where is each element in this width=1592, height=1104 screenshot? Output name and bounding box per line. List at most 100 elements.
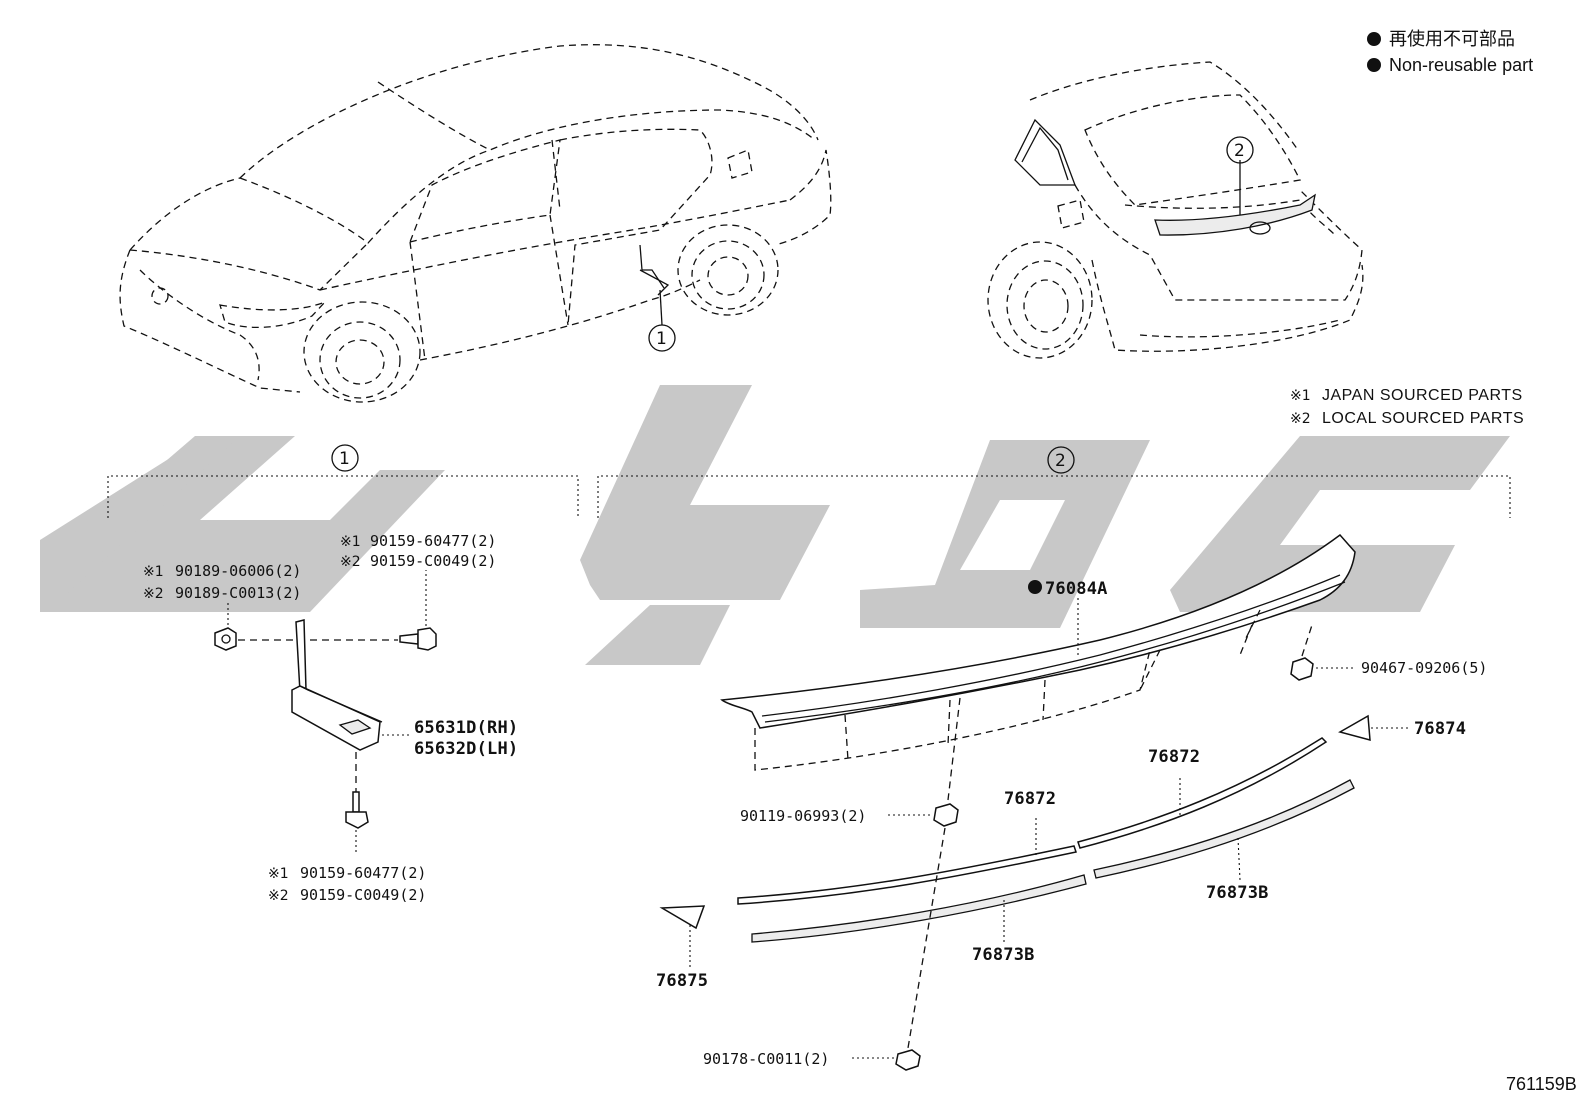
legend-en: Non-reusable part [1389,55,1533,75]
group2-labels: 76084A 90467-09206(5) 76874 76872 76872 … [656,579,1487,1068]
rear-window [1084,94,1301,206]
source-note-1: JAPAN SOURCED PARTS [1322,387,1523,404]
sedan-front-door [408,139,561,361]
sedan-front-wheel-arch [303,301,421,403]
bolt-top-part [399,627,437,651]
tape-lower-right-leader [1237,837,1241,881]
spoiler-edge [761,574,1341,717]
sedan-mudguard-2 [639,269,670,296]
callout-2-group [1047,446,1075,474]
callout-2-top [1226,136,1254,164]
spoiler-underside [754,609,1261,771]
bracket-label-rh: 65631D(RH) [414,718,518,738]
clip-label-mark-2: ※2 [143,586,164,602]
legend-bullet-1 [1367,32,1381,46]
spoiler-non-reusable-bullet [1028,580,1042,594]
cap-right-label: 76874 [1414,719,1466,739]
rear-hub [1023,279,1069,333]
spoiler-edge-2 [764,581,1346,723]
bolt-bottom-label-mark-2: ※2 [268,888,289,904]
tape-upper-label: 76872 [1148,747,1200,767]
callout-1-top-number: 1 [656,329,667,349]
legend-bullet-2 [1367,58,1381,72]
callout-2-top-number: 2 [1234,141,1245,161]
sedan-front-hub [335,339,385,385]
group1-bracket [107,475,579,518]
sedan-rear-illustration [987,61,1364,359]
sedan-headlight [219,301,326,329]
sedan-rear-quarter [774,149,832,246]
bracket-label-lh: 65632D(LH) [414,739,518,759]
sedan-illustration [119,44,832,403]
sedan-rocker [419,279,701,361]
tape-upper-part [1077,737,1328,849]
source-note-1-mark: ※1 [1290,388,1311,404]
sedan-rear-hub [707,256,749,296]
tape-lower-right-label: 76873B [1206,883,1269,903]
clip-label-line-2: 90189-C0013(2) [175,584,301,602]
watermark-shape-1 [40,436,445,612]
source-note-2: LOCAL SOURCED PARTS [1322,410,1524,427]
group2-parts [659,533,1410,1071]
sedan-rear-wheel-arch [677,224,779,316]
sedan-grille [139,269,260,381]
bolt-bottom-part [345,791,369,829]
rear-wheel-arch [987,241,1093,359]
rear-emblem [1249,221,1271,235]
clip-bottom-label: 90178-C0011(2) [703,1050,829,1068]
bolt-top-label-line-1: 90159-60477(2) [370,532,496,550]
tape-lower-left-part [751,874,1087,943]
spoiler-label: 76084A [1045,579,1108,599]
figure-id: 761159B [1506,1074,1577,1094]
tape-lower-right-part [1093,779,1355,879]
watermark-shape-6 [1170,436,1510,612]
bolt-bottom-label-line-1: 90159-60477(2) [300,864,426,882]
watermark-shape-5 [860,440,1150,628]
sedan-emblem [151,287,169,305]
rear-roof [1029,61,1299,151]
clip-bottom-part [895,1049,921,1071]
legend-ja: 再使用不可部品 [1389,29,1515,49]
bracket-part [291,619,383,751]
bolt-bottom-label-line-2: 90159-C0049(2) [300,886,426,904]
watermark-shape-3 [580,385,830,600]
rear-quarter [1074,184,1363,301]
rear-spoiler-highlight [1154,193,1316,236]
callout-2-group-number: 2 [1055,451,1066,471]
sedan-rear-wheel [691,240,765,310]
legend: 再使用不可部品 Non-reusable part [1367,29,1533,75]
clip-mid-label: 90119-06993(2) [740,807,866,825]
bolt-top-label-mark-2: ※2 [340,554,361,570]
group-brackets [107,475,1511,518]
clip-mid-part [933,803,959,827]
sedan-front-wheel [319,321,401,399]
rear-c-pillar [1014,118,1076,186]
cap-right-part [1338,714,1371,741]
sedan-hood [129,177,369,291]
callout-1-group-number: 1 [339,449,350,469]
group2-bracket [597,475,1511,518]
clip-label-mark-1: ※1 [143,564,164,580]
bolt-top-label-mark-1: ※1 [340,534,361,550]
rear-fuel-door [1057,199,1085,229]
callout-1-group [331,444,359,472]
rear-bumper [1091,259,1364,352]
sedan-callout-leader [659,289,663,326]
sedan-beltline [319,199,791,291]
sedan-roof [239,44,819,179]
rear-wheel [1006,260,1084,350]
sedan-windshield [239,149,491,244]
cap-left-label: 76875 [656,971,708,991]
group1-parts [214,570,437,855]
tape-lower-left-label: 76873B [972,945,1035,965]
watermark-shape-2 [60,436,240,600]
clip-right-part [1290,657,1314,681]
source-note-2-mark: ※2 [1290,411,1311,427]
tape-mid-label: 76872 [1004,789,1056,809]
callout-1-top [648,324,676,352]
watermark-shape-4 [585,605,730,665]
sedan-roofline [377,81,816,151]
bolt-bottom-label-mark-1: ※1 [268,866,289,882]
rear-lower [1139,319,1341,338]
